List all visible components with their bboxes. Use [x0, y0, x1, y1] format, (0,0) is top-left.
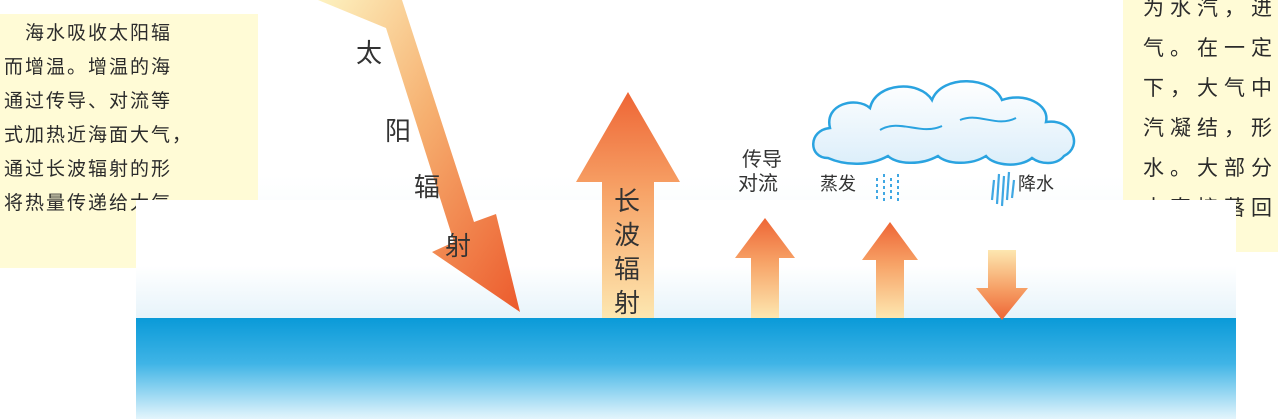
conduction-label: 传导 — [742, 147, 782, 171]
solar-label-char: 射 — [445, 232, 471, 262]
longwave-label-char: 长 — [614, 187, 640, 217]
left-text-box: 海水吸收太阳辐 而增温。增温的海 通过传导、对流等 式加热近海面大气， 通过长波… — [0, 14, 258, 268]
left-text-line: 式加热近海面大气， — [4, 124, 194, 146]
longwave-label-char: 辐 — [614, 255, 640, 285]
right-text-line: 为水汽，进 — [1143, 0, 1278, 20]
vapor-lines — [876, 174, 899, 202]
solar-label-char: 辐 — [414, 173, 440, 203]
left-text-line: 通过传导、对流等 — [4, 90, 173, 112]
right-text-line: 气。在一定 — [1143, 36, 1278, 60]
right-text-line: 水。大部分 — [1143, 156, 1278, 180]
left-text-line: 海水吸收太阳辐 — [4, 22, 173, 44]
precipitation-label: 降水 — [1018, 174, 1054, 195]
solar-radiation-arrow — [318, 0, 520, 312]
solar-label-char: 阳 — [385, 117, 411, 147]
longwave-label-char: 射 — [614, 289, 640, 319]
right-text-line: 汽凝结，形 — [1143, 116, 1278, 140]
longwave-label-char: 波 — [614, 221, 640, 251]
left-text-line: 而增温。增温的海 — [4, 56, 173, 78]
cloud — [812, 80, 1076, 166]
left-text-line: 通过长波辐射的形 — [4, 158, 173, 180]
evaporation-label: 蒸发 — [820, 174, 856, 195]
ocean-surface — [136, 318, 1236, 419]
evaporation-arrow — [862, 222, 918, 318]
solar-label-char: 太 — [356, 39, 382, 69]
right-text-line: 下，大气中 — [1143, 76, 1278, 100]
conduction-convection-arrow — [735, 218, 795, 318]
rain-lines — [990, 171, 1016, 207]
precipitation-arrow — [976, 250, 1028, 320]
sky-lower-band — [136, 200, 1236, 320]
cloud-detail — [879, 116, 1017, 131]
longwave-radiation-arrow — [576, 92, 680, 318]
convection-label: 对流 — [738, 171, 778, 195]
